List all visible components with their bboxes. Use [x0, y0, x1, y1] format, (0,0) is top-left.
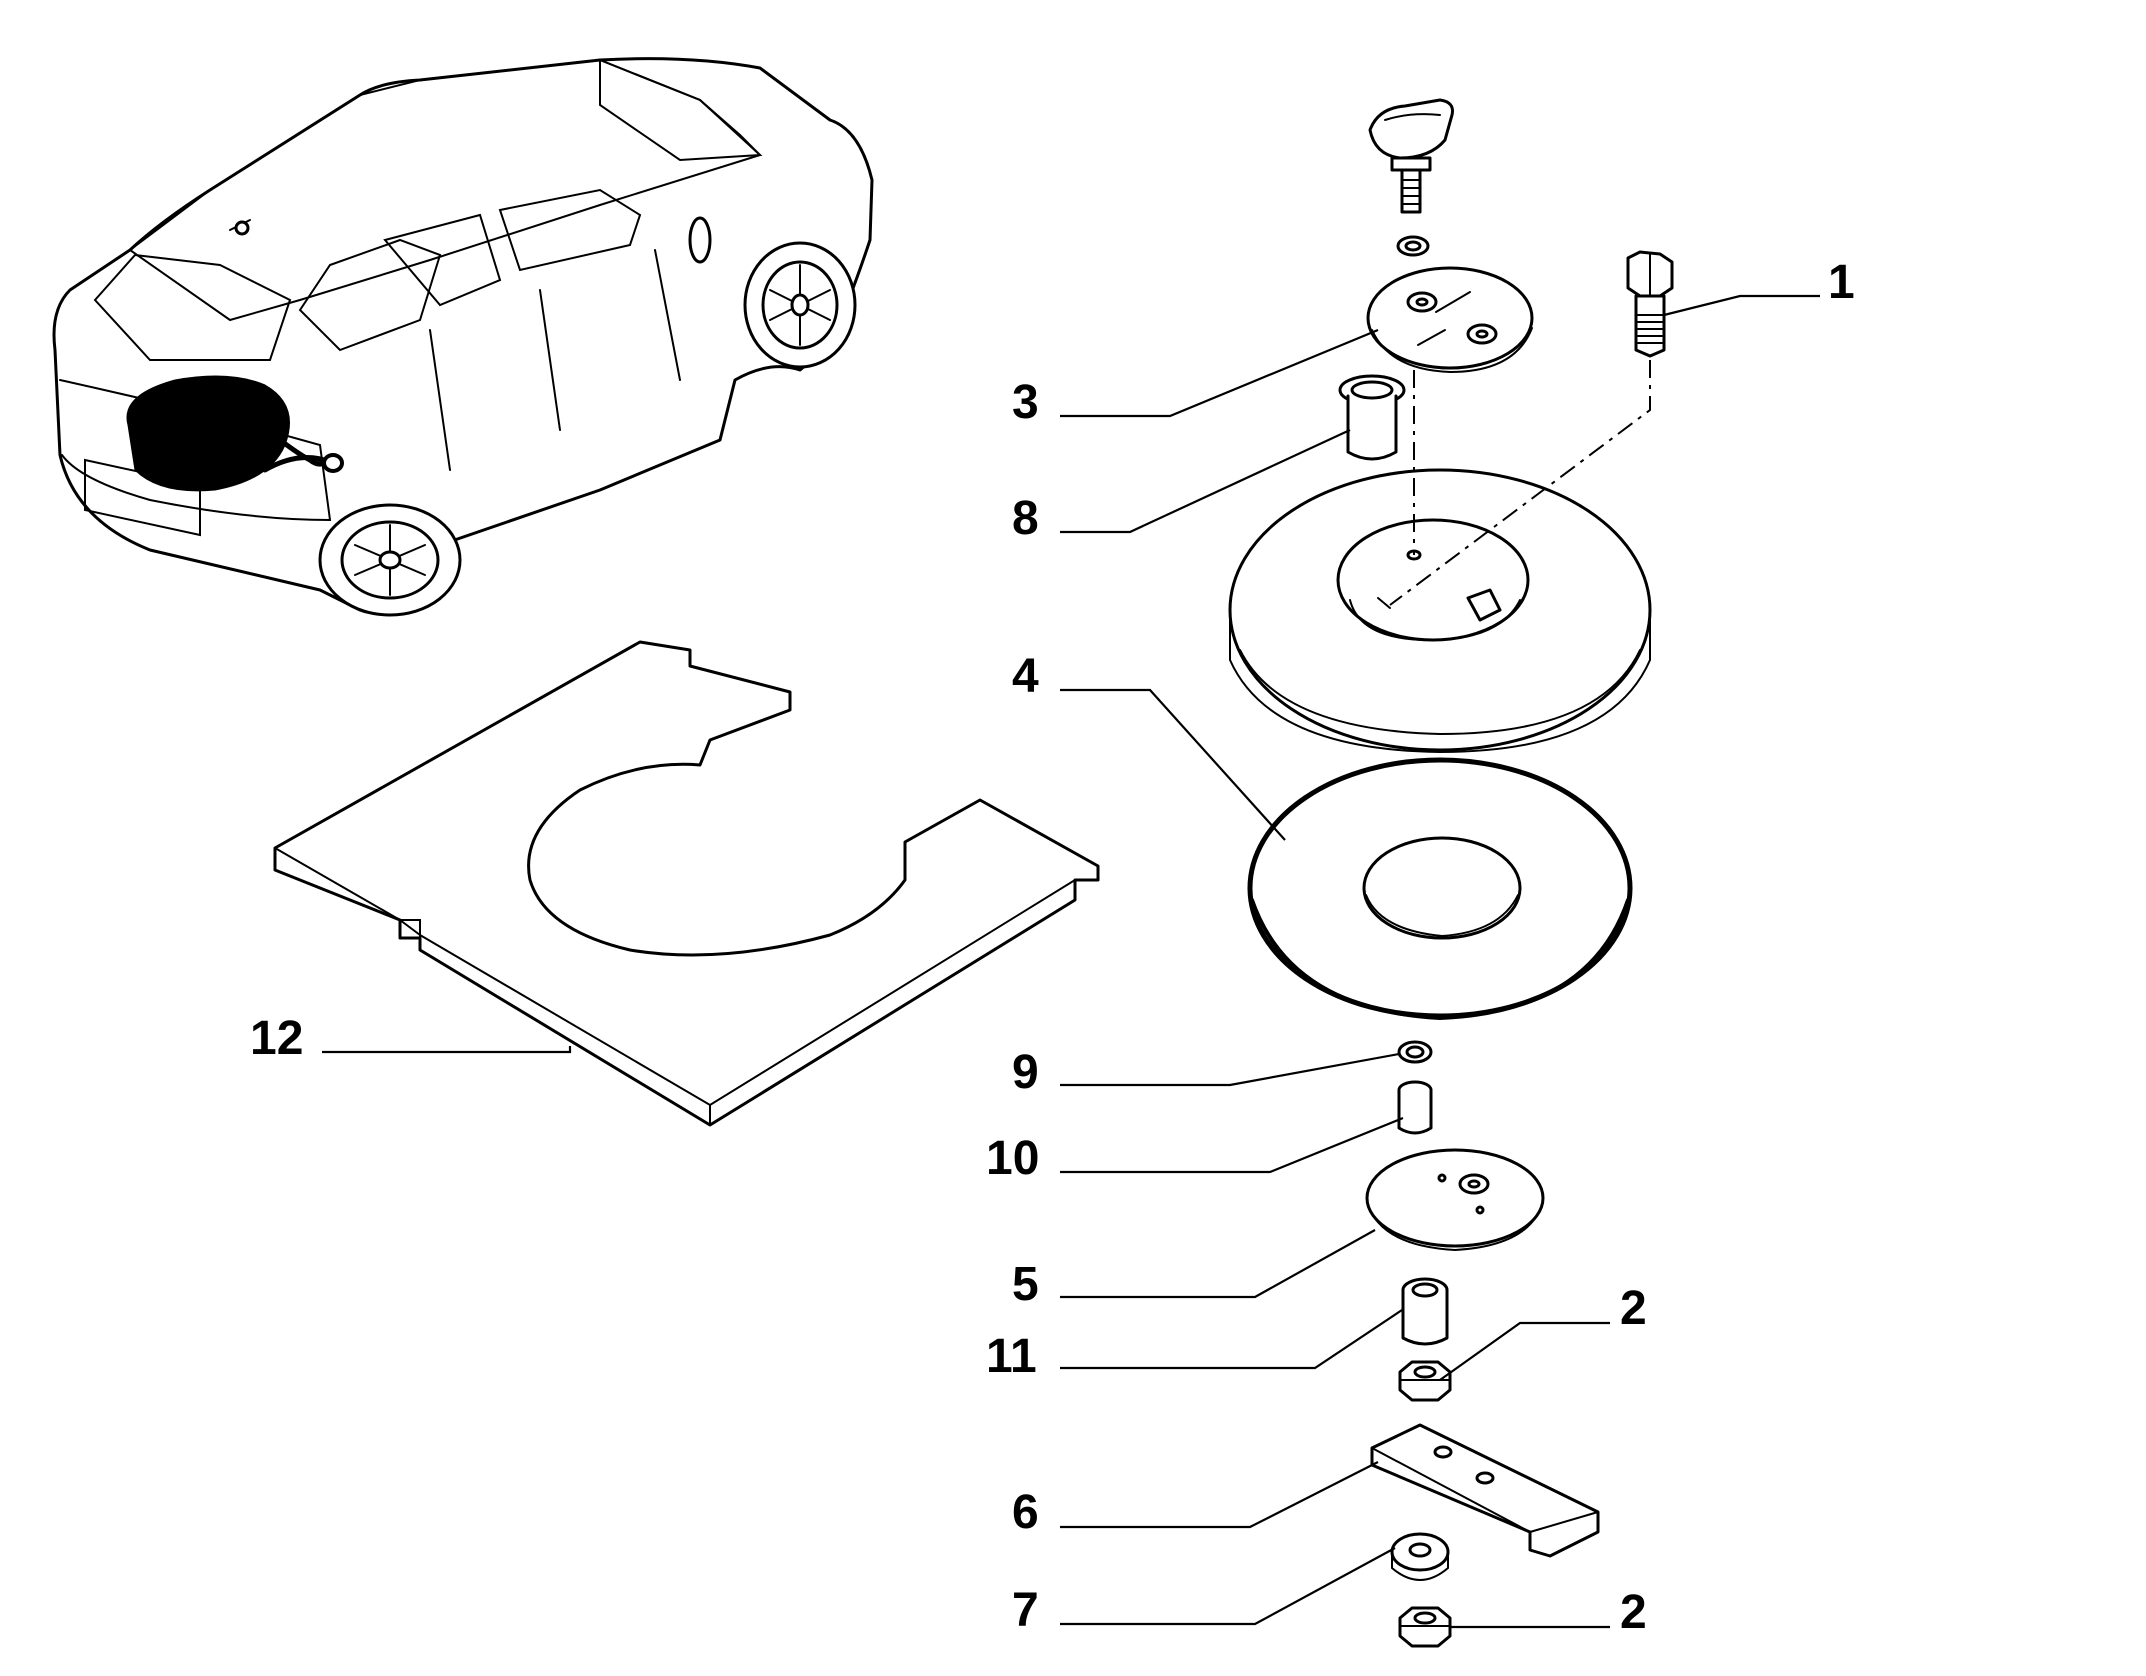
callout-8: 8: [1012, 492, 1039, 545]
knob-screw: [1368, 98, 1454, 257]
part-5-plate: [1365, 1148, 1545, 1252]
leader-lines: [322, 294, 1820, 1629]
rear-wheel: [318, 503, 462, 617]
callout-2-upper: 2: [1620, 1282, 1647, 1335]
callout-7: 7: [1012, 1584, 1039, 1637]
assembly-axes: [1389, 360, 1651, 606]
part-3-cover-disc: [1366, 266, 1534, 374]
part-1-bolt: [1626, 250, 1674, 358]
part-12-floor-panel: [273, 640, 1100, 1127]
callout-12: 12: [250, 1012, 303, 1065]
callout-6: 6: [1012, 1486, 1039, 1539]
part-6-bracket: [1370, 1423, 1600, 1558]
callout-4: 4: [1012, 650, 1039, 703]
part-11-bushing: [1401, 1277, 1449, 1346]
callout-11: 11: [986, 1330, 1037, 1383]
callout-1: 1: [1828, 256, 1855, 309]
part-8-sleeve: [1338, 374, 1406, 461]
car-illustration: [52, 57, 874, 617]
part-4-flat-ring: [1247, 757, 1633, 1021]
part-2-nut-upper: [1398, 1360, 1452, 1402]
callout-2-lower: 2: [1620, 1586, 1647, 1639]
part-7-washer: [1390, 1532, 1450, 1581]
part-2-nut-lower: [1398, 1606, 1452, 1648]
spare-wheel-highlight: [126, 375, 344, 492]
part-10-spacer: [1397, 1080, 1433, 1135]
callout-9: 9: [1012, 1046, 1039, 1099]
callout-10: 10: [986, 1132, 1039, 1185]
front-wheel: [743, 241, 857, 369]
callout-numbers: 1 2 2 3 4 5 6 7 8 9 10 11 12: [250, 256, 1855, 1639]
part-9-small-ring: [1397, 1040, 1433, 1064]
callout-5: 5: [1012, 1258, 1039, 1311]
spare-tyre: [1228, 468, 1652, 754]
callout-3: 3: [1012, 376, 1039, 429]
